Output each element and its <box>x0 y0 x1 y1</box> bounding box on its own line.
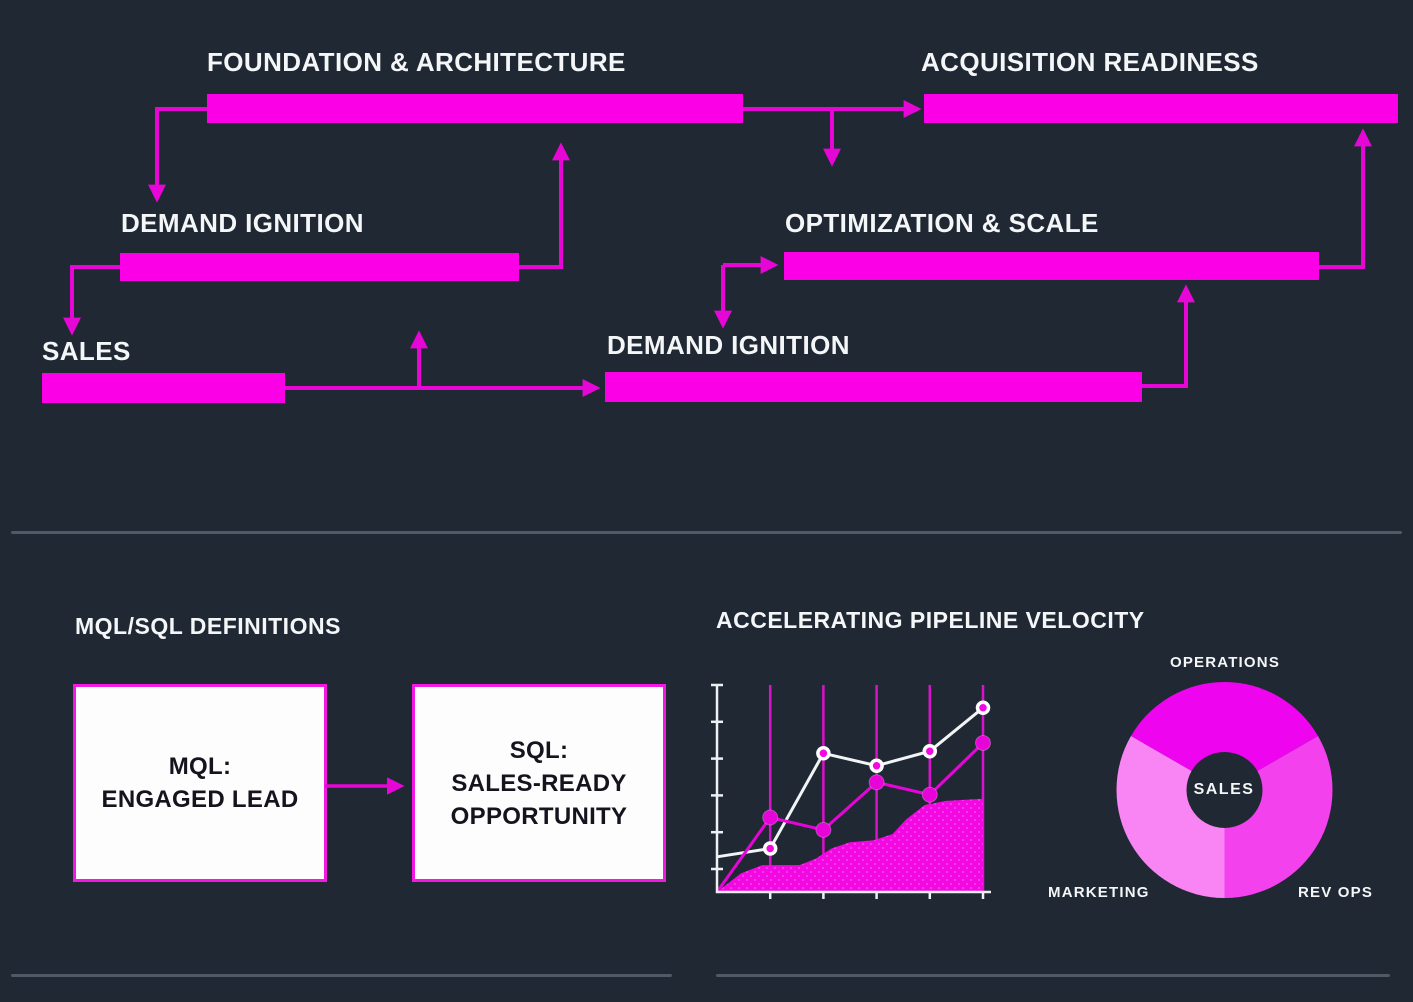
connector-optimization-to-acquisition <box>1319 128 1372 269</box>
chart-marker-ring <box>922 743 938 759</box>
sql-box: SQL: SALES-READY OPPORTUNITY <box>412 684 666 882</box>
donut-center-label: SALES <box>1193 781 1255 798</box>
mql-to-sql-arrow <box>325 777 405 795</box>
chart-marker-dot <box>975 734 991 751</box>
roadmap-bars <box>42 94 1398 403</box>
chart-marker-ring <box>762 841 778 856</box>
donut-segment-rev-ops <box>1224 736 1333 898</box>
chart-marker-ring <box>975 700 991 716</box>
donut-label-rev-ops: REV OPS <box>1298 884 1374 901</box>
donut-label-marketing: MARKETING <box>1048 884 1150 901</box>
bar-foundation <box>207 94 743 123</box>
label-optimization: OPTIMIZATION & SCALE <box>785 208 1099 238</box>
label-acquisition: ACQUISITION READINESS <box>921 47 1259 77</box>
mql-box: MQL: ENGAGED LEAD <box>73 684 327 882</box>
chart-line-white-line <box>716 706 984 859</box>
donut-label-operations: OPERATIONS <box>1169 654 1281 671</box>
label-demand-ignition-2: DEMAND IGNITION <box>607 330 850 360</box>
section-divider <box>11 531 1402 534</box>
definitions-heading: MQL/SQL DEFINITIONS <box>75 613 341 639</box>
sql-box-line1: SQL: <box>509 736 569 764</box>
label-foundation: FOUNDATION & ARCHITECTURE <box>207 47 626 77</box>
donut-segment-marketing <box>1116 736 1225 898</box>
chart-marker-dot <box>762 809 779 826</box>
sql-box-line2: SALES-READY <box>451 769 627 797</box>
connector-demand1-to-sales <box>63 265 120 336</box>
chart-axes <box>715 685 991 894</box>
roadmap-diagram: FOUNDATION & ARCHITECTURE ACQUISITION RE… <box>42 47 1398 403</box>
chart-marker-dot <box>868 774 885 791</box>
bar-sales <box>42 373 285 403</box>
pipeline-donut-chart <box>1116 682 1333 898</box>
bar-demand-ignition-2 <box>605 372 1142 402</box>
bar-acquisition <box>924 94 1398 123</box>
label-demand-ignition-1: DEMAND IGNITION <box>121 208 364 238</box>
chart-marker-ring <box>816 746 831 761</box>
chart-marker-ring <box>869 758 884 773</box>
bar-demand-ignition-1 <box>120 253 519 281</box>
bottom-divider-left <box>11 974 672 977</box>
chart-line-magenta-line <box>715 741 985 893</box>
pipeline-line-chart <box>711 683 991 899</box>
chart-marker-dot <box>815 821 832 838</box>
roadmap-connectors <box>63 100 1372 397</box>
connector-demand2-to-optimization <box>1142 284 1195 388</box>
pipeline-heading: ACCELERATING PIPELINE VELOCITY <box>716 607 1145 633</box>
bottom-divider-right <box>716 974 1390 977</box>
mql-box-line2: ENGAGED LEAD <box>101 786 299 813</box>
mql-box-line1: MQL: <box>168 753 232 780</box>
connector-demand1-up <box>519 142 570 269</box>
sql-box-line3: OPPORTUNITY <box>450 802 628 830</box>
donut-segment-operations <box>1130 682 1319 771</box>
chart-marker-dot <box>921 786 938 803</box>
connector-foundation-to-demand1 <box>148 107 207 203</box>
label-sales: SALES <box>42 336 131 366</box>
bar-optimization <box>784 252 1319 280</box>
chart-area-texture <box>717 798 983 892</box>
